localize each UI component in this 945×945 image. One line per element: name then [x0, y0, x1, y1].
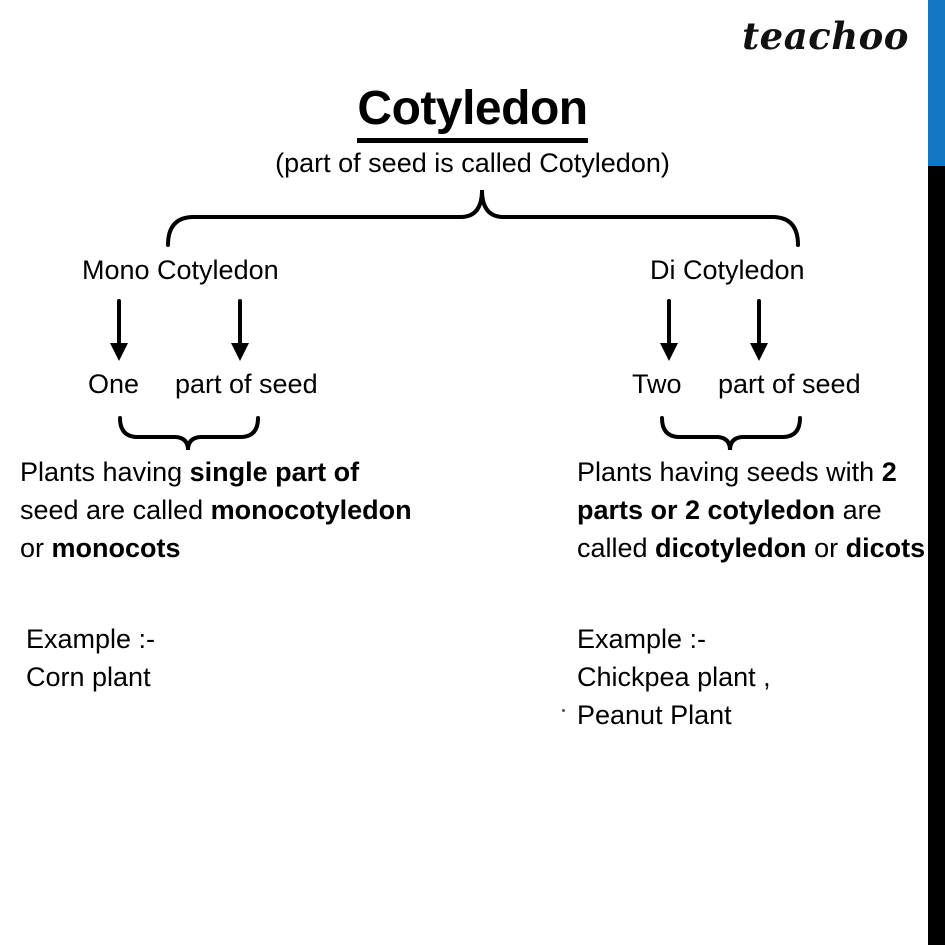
example-item-di-0: Chickpea plant ,: [577, 662, 771, 692]
desc-di-seg3: are called: [577, 495, 882, 563]
leaf-di-count: Two: [632, 369, 682, 399]
leaf-di-part: part of seed: [718, 369, 861, 399]
arrow-di-part-head: [750, 343, 768, 361]
desc-di-seg6: dicots: [845, 533, 926, 563]
page-title-text: Cotyledon: [357, 81, 588, 143]
branch-heading-mono: Mono Cotyledon: [82, 255, 279, 285]
main-brace: [166, 189, 800, 247]
page-title: Cotyledon: [0, 81, 945, 143]
right-edge-black-bar: [928, 166, 945, 945]
description-di: Plants having seeds with 2 parts or 2 co…: [577, 453, 929, 567]
desc-di-seg4: dicotyledon: [655, 533, 807, 563]
arrow-mono-part-head: [231, 343, 249, 361]
desc-mono-seg4: monocotyledon: [210, 495, 412, 525]
ink-speck: [562, 709, 565, 712]
example-label-mono: Example :-: [26, 624, 156, 654]
desc-mono-seg6: monocots: [51, 533, 181, 563]
desc-di-seg5: or: [806, 533, 846, 563]
di-sub-brace: [660, 416, 802, 451]
arrow-di-count-head: [660, 343, 678, 361]
desc-mono-seg2: single part of: [189, 457, 360, 487]
page-subtitle: (part of seed is called Cotyledon): [275, 148, 670, 178]
branch-heading-di: Di Cotyledon: [650, 255, 805, 285]
desc-mono-seg5: or: [20, 533, 52, 563]
right-edge-blue-bar: [928, 0, 945, 166]
mono-sub-brace: [118, 416, 260, 451]
example-item-di-1: Peanut Plant: [577, 700, 732, 730]
desc-mono-seg3: seed are called: [20, 495, 211, 525]
teachoo-logo: teachoo: [742, 14, 909, 58]
arrow-mono-count-head: [110, 343, 128, 361]
example-block-mono: Example :- Corn plant: [26, 620, 155, 696]
description-mono: Plants having single part of seed are ca…: [20, 453, 420, 567]
leaf-mono-part: part of seed: [175, 369, 318, 399]
desc-di-seg1: Plants having seeds with: [577, 457, 882, 487]
desc-di-seg2: 2 parts or 2 cotyledon: [577, 457, 897, 525]
leaf-mono-count: One: [88, 369, 140, 399]
desc-mono-seg1: Plants having: [20, 457, 190, 487]
example-item-mono-0: Corn plant: [26, 662, 151, 692]
example-block-di: Example :- Chickpea plant , Peanut Plant: [577, 620, 771, 734]
example-label-di: Example :-: [577, 624, 707, 654]
